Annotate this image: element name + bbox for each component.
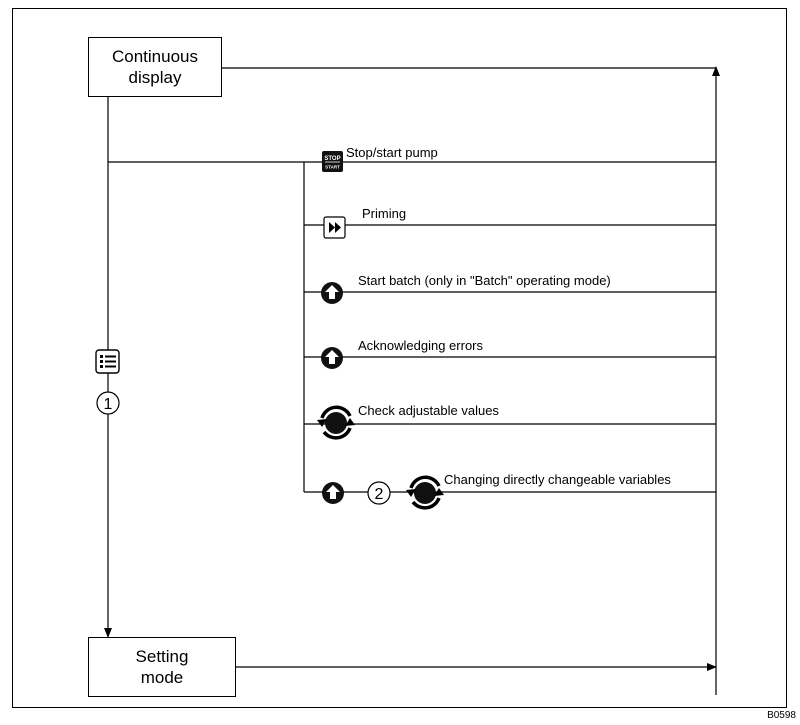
arrow-up-key-icon [321, 282, 343, 304]
callout-1: 1 [96, 391, 120, 415]
box-line: mode [140, 668, 184, 687]
svg-text:STOP: STOP [324, 156, 340, 162]
box-line: Continuous [111, 47, 198, 66]
action-label-start-batch: Start batch (only in "Batch" operating m… [358, 273, 611, 288]
action-label-change-variables: Changing directly changeable variables [444, 472, 671, 487]
callout-2: 2 [367, 481, 391, 505]
continuous-display-box: Continuous display [88, 37, 222, 97]
box-line: Setting [135, 647, 189, 666]
rotary-knob-icon [406, 475, 444, 510]
diagram-frame [12, 8, 787, 708]
arrow-up-key-icon [322, 482, 344, 504]
action-label-check-values: Check adjustable values [358, 403, 499, 418]
menu-key-icon [95, 349, 120, 374]
svg-text:1: 1 [104, 396, 113, 413]
svg-text:2: 2 [375, 486, 384, 503]
figure-code: B0598 [767, 710, 796, 721]
setting-mode-box: Setting mode [88, 637, 236, 697]
action-label-priming: Priming [362, 206, 407, 221]
stop-start-key-icon: STOP START [322, 151, 343, 172]
box-line: display [128, 68, 182, 87]
action-label-stop-start: Stop/start pump [346, 145, 438, 160]
action-label-acknowledge: Acknowledging errors [358, 338, 484, 353]
svg-text:START: START [325, 165, 340, 170]
arrow-up-key-icon [321, 347, 343, 369]
rotary-knob-icon [317, 405, 355, 440]
fast-forward-key-icon [323, 216, 346, 239]
